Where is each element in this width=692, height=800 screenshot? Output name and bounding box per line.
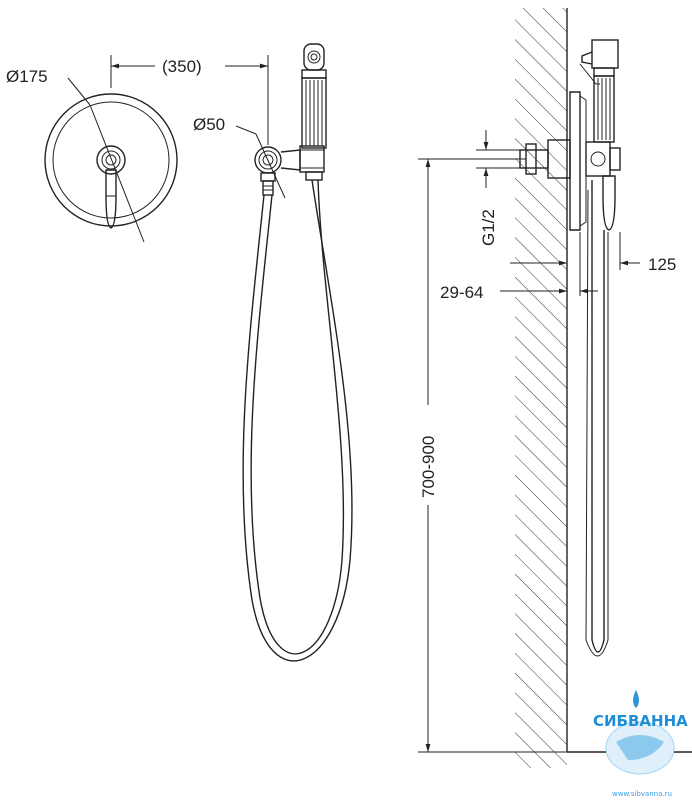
dim-diam-50: Ø50 xyxy=(193,115,225,134)
logo-name: СИБВАННА xyxy=(593,712,688,730)
dim-29-64: 29-64 xyxy=(440,283,483,302)
brand-logo: СИБВАННА www.sibvanna.ru xyxy=(593,690,688,798)
dim-29-64-line xyxy=(500,232,598,296)
dim-g12: G1/2 xyxy=(479,209,498,246)
front-view-shower xyxy=(235,43,353,662)
side-view-shower xyxy=(519,39,621,657)
wall-section xyxy=(515,8,692,768)
dim-g12-line xyxy=(476,130,526,188)
dim-diam-175: Ø175 xyxy=(6,67,48,86)
dim-700-900: 700-900 xyxy=(419,436,438,498)
dim-350-line xyxy=(110,55,269,145)
dim-350: (350) xyxy=(162,57,202,76)
dim-125-line xyxy=(510,232,640,270)
dim-125: 125 xyxy=(648,255,676,274)
front-view-plate xyxy=(44,77,178,243)
dim-700-900-line xyxy=(418,158,567,753)
logo-url: www.sibvanna.ru xyxy=(612,790,672,798)
